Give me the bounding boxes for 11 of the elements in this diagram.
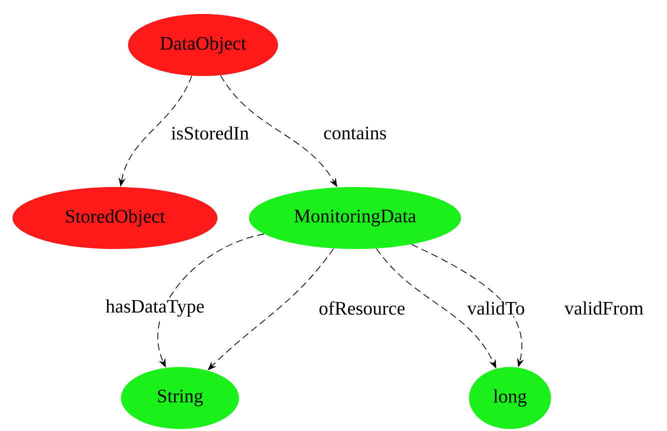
edge-label: hasDataType bbox=[104, 298, 206, 318]
ellipse-node: long bbox=[469, 367, 551, 429]
edge-label: ofResource bbox=[317, 300, 407, 316]
ellipse-node: StoredObject bbox=[12, 187, 218, 249]
ellipse-node: String bbox=[121, 367, 239, 429]
ellipse-node: DataObject bbox=[128, 14, 278, 76]
edge-label: validTo bbox=[466, 300, 526, 316]
edge-label: isStoredIn bbox=[169, 124, 251, 142]
edge-label: contains bbox=[322, 125, 388, 141]
edge-label: validFrom bbox=[562, 300, 646, 316]
ellipse-node: MonitoringData bbox=[249, 187, 461, 249]
